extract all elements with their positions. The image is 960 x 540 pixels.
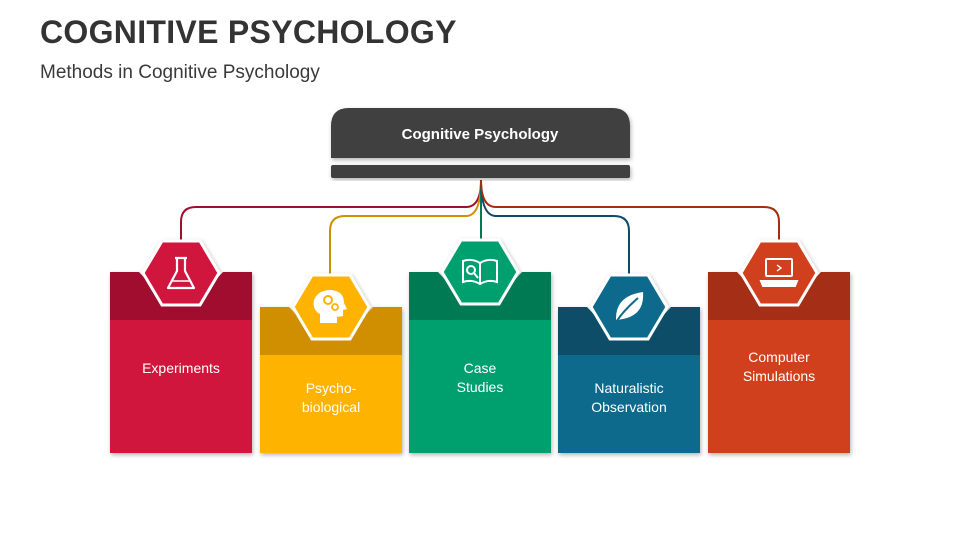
page-subtitle: Methods in Cognitive Psychology [40, 62, 320, 83]
head-gears-icon [313, 290, 347, 323]
card-body [260, 355, 402, 453]
card-hexagon [739, 239, 819, 307]
connector-computer [480, 179, 780, 242]
hub-box [331, 108, 630, 158]
card-top [110, 272, 252, 320]
leaf-icon [615, 292, 644, 323]
book-search-icon [462, 258, 498, 286]
method-card-computer [708, 239, 850, 453]
connector-naturalistic [480, 179, 630, 276]
card-top [708, 272, 850, 320]
hub-label: Cognitive Psychology [402, 126, 559, 143]
card-hexagon [141, 239, 221, 307]
method-label-case-1: Case [464, 360, 497, 376]
method-label-case-2: Studies [457, 379, 504, 395]
method-label-naturalistic-1: Naturalistic [594, 380, 663, 396]
card-body [110, 320, 252, 453]
hub-bar [331, 165, 630, 178]
method-card-case-studies [409, 238, 551, 453]
card-top [409, 272, 551, 320]
connector-lines [180, 179, 780, 276]
method-card-experiments [110, 239, 252, 453]
page-title: COGNITIVE PSYCHOLOGY [40, 14, 457, 50]
method-label-experiments: Experiments [142, 360, 220, 376]
flask-icon [166, 256, 196, 290]
card-body [409, 320, 551, 453]
method-label-psychobiological-2: biological [302, 399, 360, 415]
connector-psychobiological [329, 179, 482, 276]
card-top [558, 307, 700, 355]
laptop-icon [759, 258, 799, 287]
card-body [558, 355, 700, 453]
card-body [708, 320, 850, 453]
method-card-naturalistic [558, 273, 700, 453]
card-top [260, 307, 402, 355]
method-label-naturalistic-2: Observation [591, 399, 666, 415]
hub-node: Cognitive Psychology [331, 108, 630, 178]
method-label-computer-1: Computer [748, 349, 810, 365]
method-label-psychobiological-1: Psycho- [306, 380, 357, 396]
method-label-computer-2: Simulations [743, 368, 815, 384]
